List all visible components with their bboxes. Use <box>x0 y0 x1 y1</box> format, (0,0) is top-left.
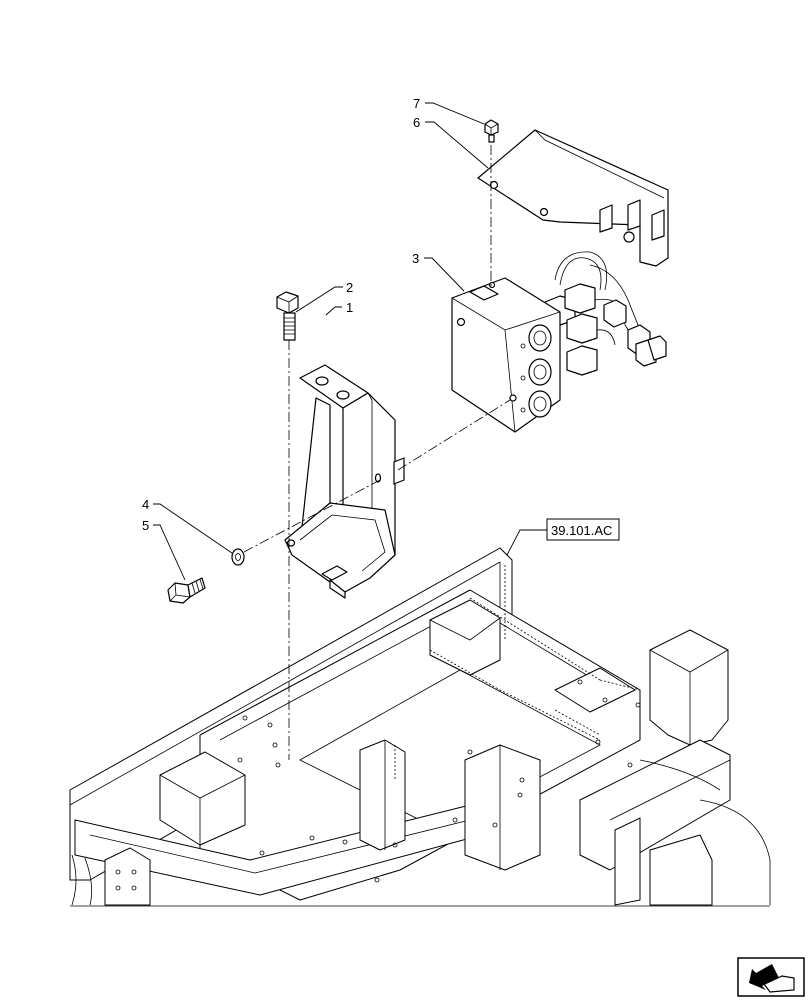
reference-box[interactable] <box>546 518 620 541</box>
valve-harness <box>544 251 667 376</box>
small-bolt <box>484 119 499 143</box>
callout-2: 2 <box>346 280 353 295</box>
callout-4: 4 <box>142 497 149 512</box>
reference-link[interactable]: 39.101.AC <box>546 518 620 541</box>
chassis-frame <box>69 547 771 907</box>
valve-block <box>451 251 667 433</box>
callout-6: 6 <box>413 115 420 130</box>
hex-bolt <box>167 577 206 604</box>
callout-5: 5 <box>142 518 149 533</box>
washer <box>231 548 245 566</box>
callout-3: 3 <box>412 251 419 266</box>
reference-label[interactable]: 39.101.AC <box>551 523 612 538</box>
callout-1: 1 <box>346 300 353 315</box>
large-bolt <box>276 291 299 341</box>
cover-plate <box>477 129 669 267</box>
callout-labels: 1 2 3 4 5 6 7 <box>142 96 420 533</box>
navigation-arrow-button[interactable] <box>737 957 805 997</box>
callout-leaders <box>153 102 547 581</box>
callout-7: 7 <box>413 96 420 111</box>
arrow-icon <box>749 964 779 990</box>
mounting-bracket <box>284 364 405 599</box>
assembly-lines <box>243 145 511 760</box>
